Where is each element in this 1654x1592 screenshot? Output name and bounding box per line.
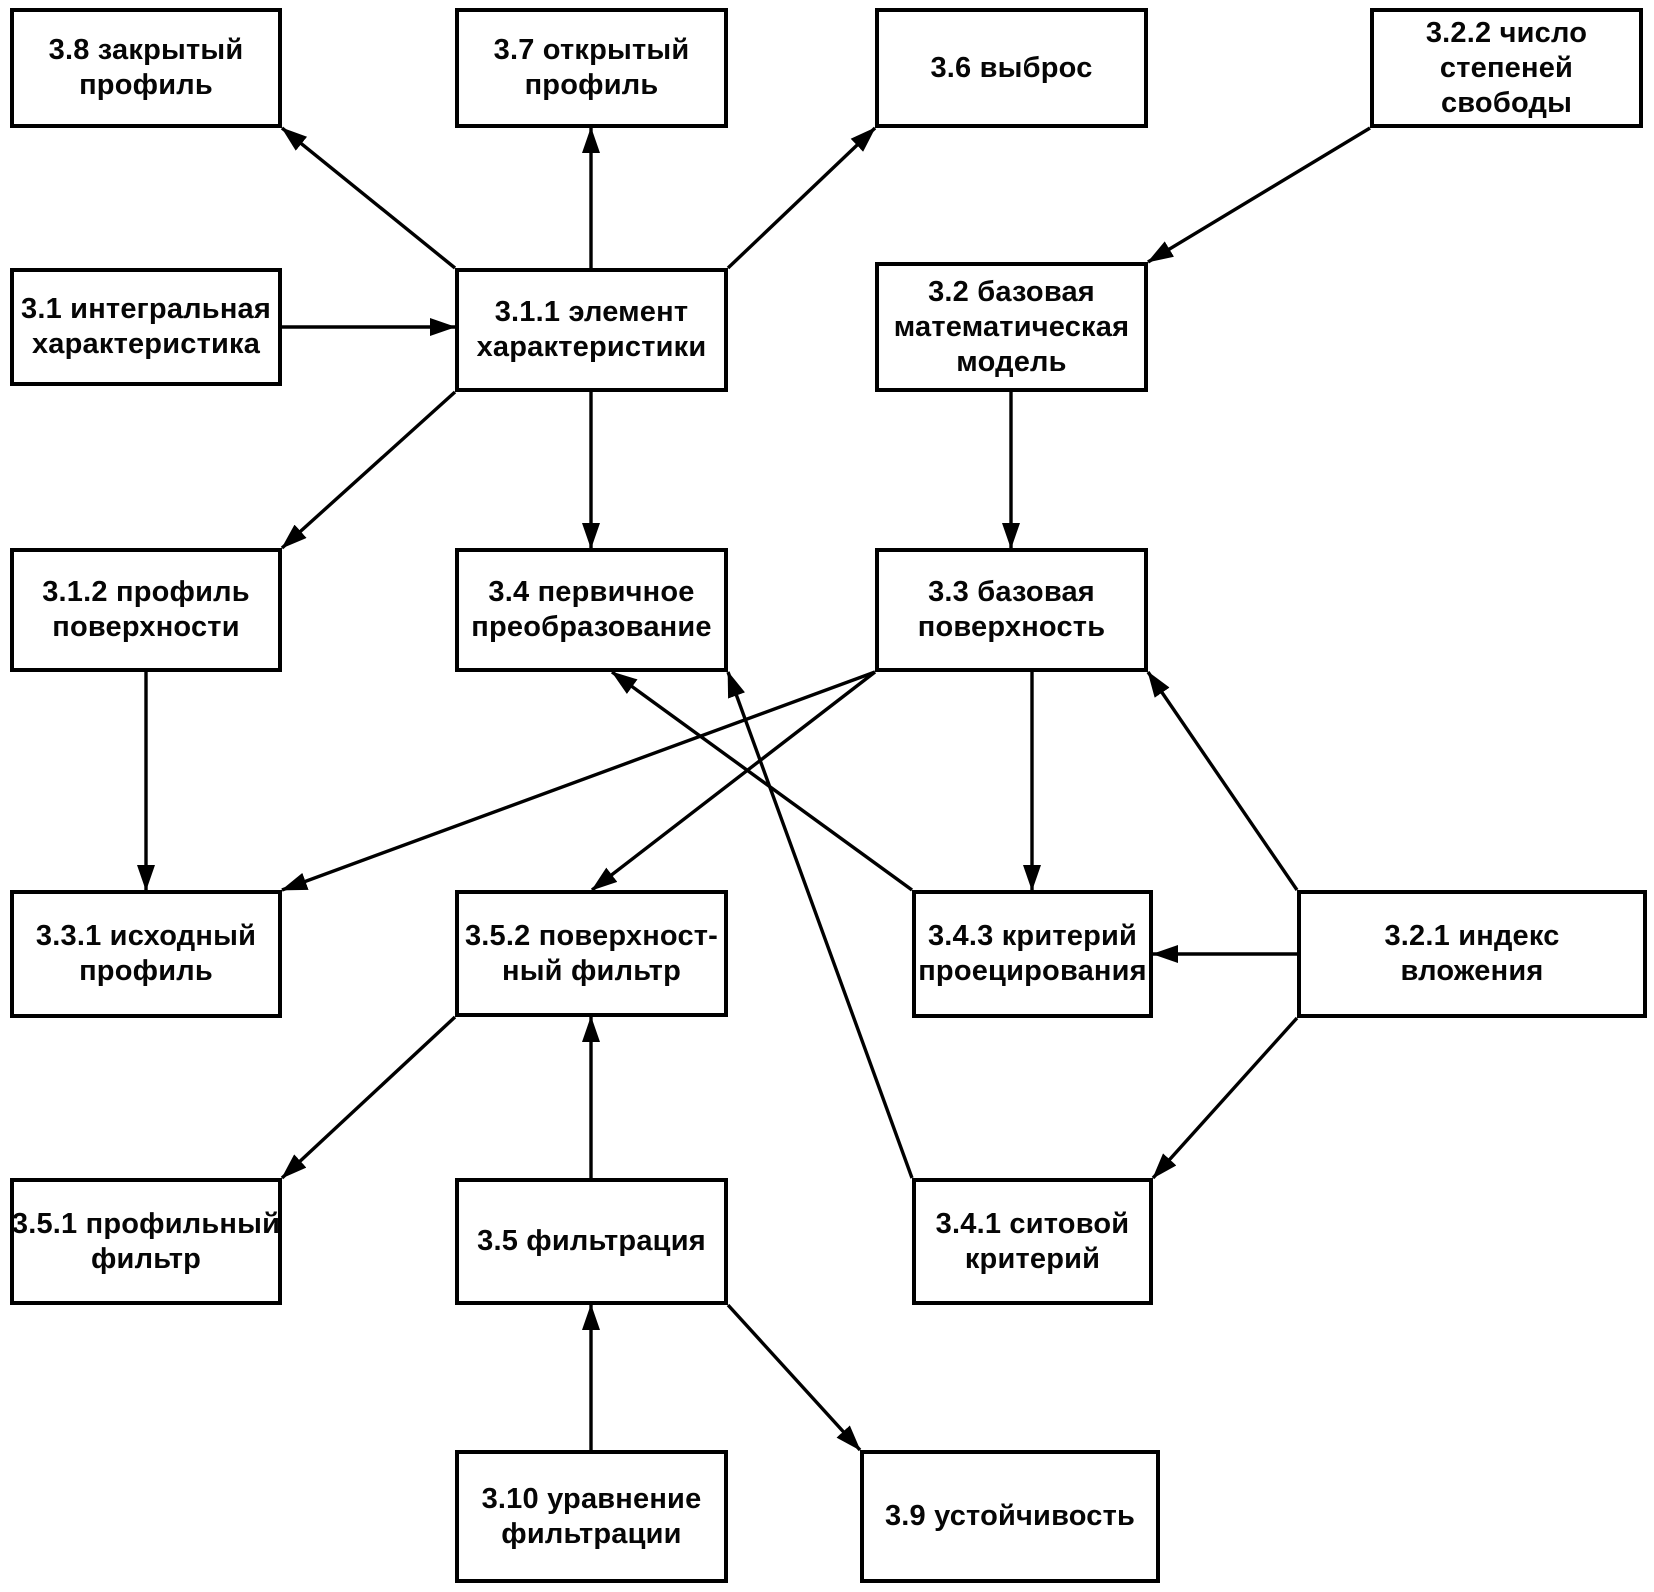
node-label-line: 3.7 открытый	[493, 34, 690, 66]
edge-3.5-to-3.9	[726, 1303, 862, 1452]
node-3.9: 3.9 устойчивость	[860, 1450, 1160, 1583]
edge-3.3-to-3.3.1	[281, 670, 876, 892]
node-label-line: 3.5.1 профильный	[11, 1207, 281, 1240]
edge-3.2.2-to-3.2	[1147, 126, 1371, 264]
node-label-line: 3.4.3 критерий	[927, 920, 1138, 952]
edge-3.2.1-to-3.4.1	[1151, 1016, 1299, 1180]
node-label-line: 3.2.2 число	[1425, 16, 1588, 49]
node-label-line: 3.1.1 элемент	[494, 296, 689, 328]
node-label-line: 3.10 уравнение	[481, 1482, 702, 1515]
node-label-line: профиль	[79, 955, 213, 987]
node-label-line: ный фильтр	[502, 954, 681, 987]
node-label-line: поверхность	[917, 611, 1106, 643]
edge-3.2.1-to-3.3	[1146, 671, 1299, 891]
node-label-line: характеристики	[476, 331, 707, 363]
node-label-line: 3.2.1 индекс	[1384, 920, 1560, 952]
node-label-line: фильтрации	[501, 1517, 682, 1550]
edge-3.1.1-to-3.8	[280, 126, 457, 270]
node-label-line: 3.5 фильтрация	[477, 1225, 706, 1257]
edge-3.4.3-to-3.4	[611, 670, 913, 892]
node-label-line: 3.1 интегральная	[21, 293, 271, 325]
node-label-line: 3.4 первичное	[488, 576, 695, 608]
node-label-line: критерий	[964, 1242, 1101, 1275]
node-label-line: фильтр	[90, 1242, 202, 1275]
node-label-line: 3.8 закрытый	[48, 34, 244, 66]
edge-3.3-to-3.5.2	[590, 670, 877, 892]
node-3.5.2: 3.5.2 поверхност-ный фильтр	[455, 890, 728, 1017]
edge-3.1.1-to-3.6	[726, 126, 877, 270]
edge-3.5.2-to-3.5.1	[280, 1015, 457, 1180]
node-label-line: проецирования	[918, 955, 1147, 987]
node-label-line: 3.4.1 ситовой	[935, 1207, 1130, 1240]
node-label-line: 3.2 базовая	[928, 275, 1095, 308]
edge-3.4.1-to-3.4	[726, 671, 914, 1179]
node-3.6: 3.6 выброс	[875, 8, 1148, 128]
node-label-line: 3.6 выброс	[930, 51, 1093, 84]
node-label-line: профиль	[79, 69, 213, 101]
node-label-line: математическая	[893, 310, 1130, 343]
node-label-line: свободы	[1440, 86, 1573, 119]
node-label-line: профиль	[524, 69, 659, 101]
node-label-line: 3.9 устойчивость	[884, 1500, 1136, 1532]
node-label-line: вложения	[1400, 955, 1544, 987]
node-label-line: 3.5.2 поверхност-	[464, 919, 719, 952]
node-label-line: модель	[956, 345, 1067, 378]
node-label-line: 3.3 базовая	[928, 576, 1095, 608]
node-3.5: 3.5 фильтрация	[455, 1178, 728, 1305]
node-label-line: поверхности	[52, 611, 240, 643]
node-label-line: 3.1.2 профиль	[42, 576, 250, 608]
node-label-line: преобразование	[471, 611, 712, 643]
node-label-line: степеней	[1439, 51, 1574, 84]
node-label-line: характеристика	[31, 328, 261, 360]
edge-3.1.1-to-3.1.2	[280, 390, 457, 550]
node-label-line: 3.3.1 исходный	[35, 920, 257, 952]
